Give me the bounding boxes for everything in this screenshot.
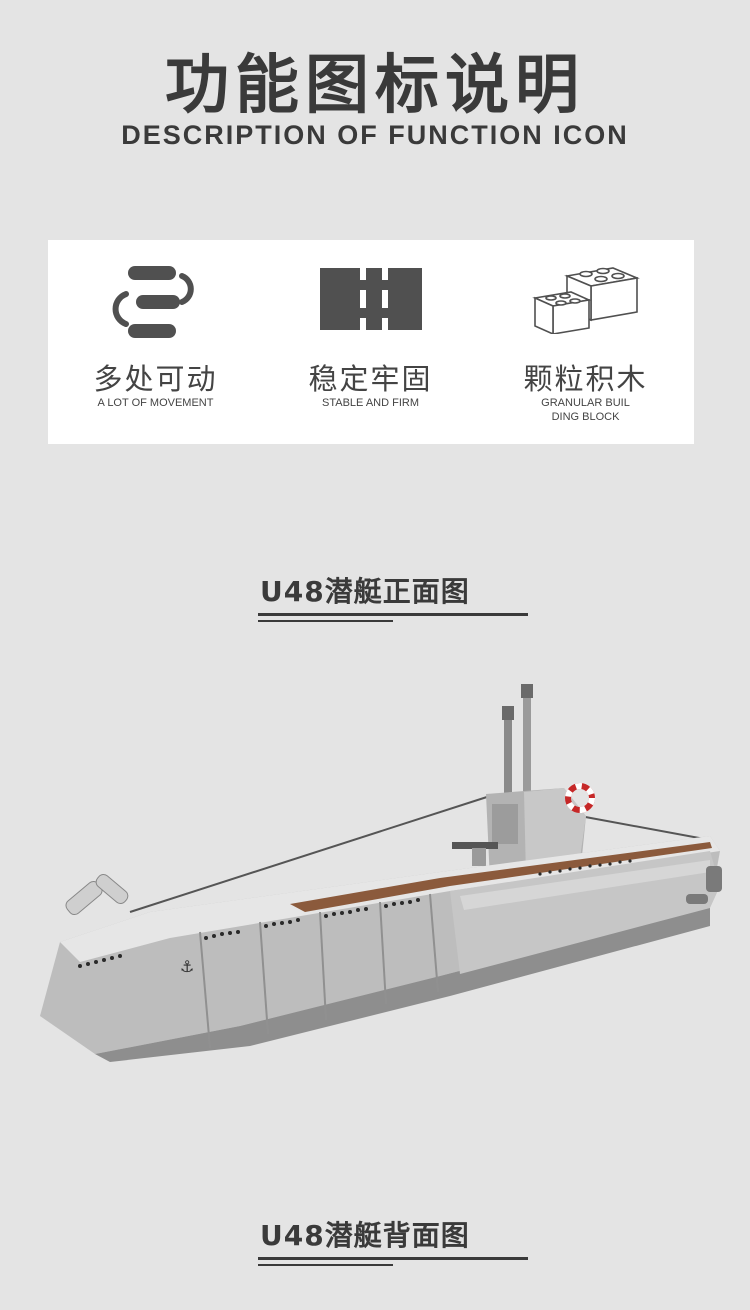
movement-icon xyxy=(112,266,194,338)
page-subtitle: DESCRIPTION OF FUNCTION ICON xyxy=(121,120,629,150)
feature-label-en: STABLE AND FIRM xyxy=(322,397,419,409)
feature-label-en: A LOT OF MOVEMENT xyxy=(97,397,214,409)
page-title: 功能图标说明 xyxy=(165,49,585,123)
feature-label-cn: 颗粒积木 xyxy=(523,362,648,396)
heading-underline xyxy=(258,1257,528,1260)
feature-label-en: GRANULAR BUIL DING BLOCK xyxy=(478,396,693,424)
svg-text:⚓: ⚓ xyxy=(180,957,194,976)
section-heading-front: U48潜艇正面图 xyxy=(0,570,750,622)
feature-icon-panel: 多处可动 A LOT OF MOVEMENT 稳定牢固 STABLE AND F… xyxy=(48,240,694,444)
submarine-illustration: ⚓ xyxy=(40,684,722,1062)
section-title-back: U48潜艇背面图 xyxy=(260,1219,470,1252)
feature-label-cn: 稳定牢固 xyxy=(308,362,433,396)
building-block-icon xyxy=(531,267,640,334)
feature-granular: 颗粒积木 GRANULAR BUIL DING BLOCK xyxy=(478,240,693,444)
stable-firm-icon xyxy=(319,268,422,330)
feature-label-en-line2: DING BLOCK xyxy=(551,411,620,423)
section-heading-back: U48潜艇背面图 xyxy=(0,1214,750,1266)
heading-underline-short xyxy=(258,1264,393,1266)
feature-label-cn: 多处可动 xyxy=(93,362,218,396)
heading-underline-short xyxy=(258,620,393,622)
section-title-front: U48潜艇正面图 xyxy=(260,575,470,608)
feature-label-en-line1: GRANULAR BUIL xyxy=(541,397,630,409)
feature-movement: 多处可动 A LOT OF MOVEMENT xyxy=(48,240,263,444)
feature-stable: 稳定牢固 STABLE AND FIRM xyxy=(263,240,478,444)
heading-underline xyxy=(258,613,528,616)
